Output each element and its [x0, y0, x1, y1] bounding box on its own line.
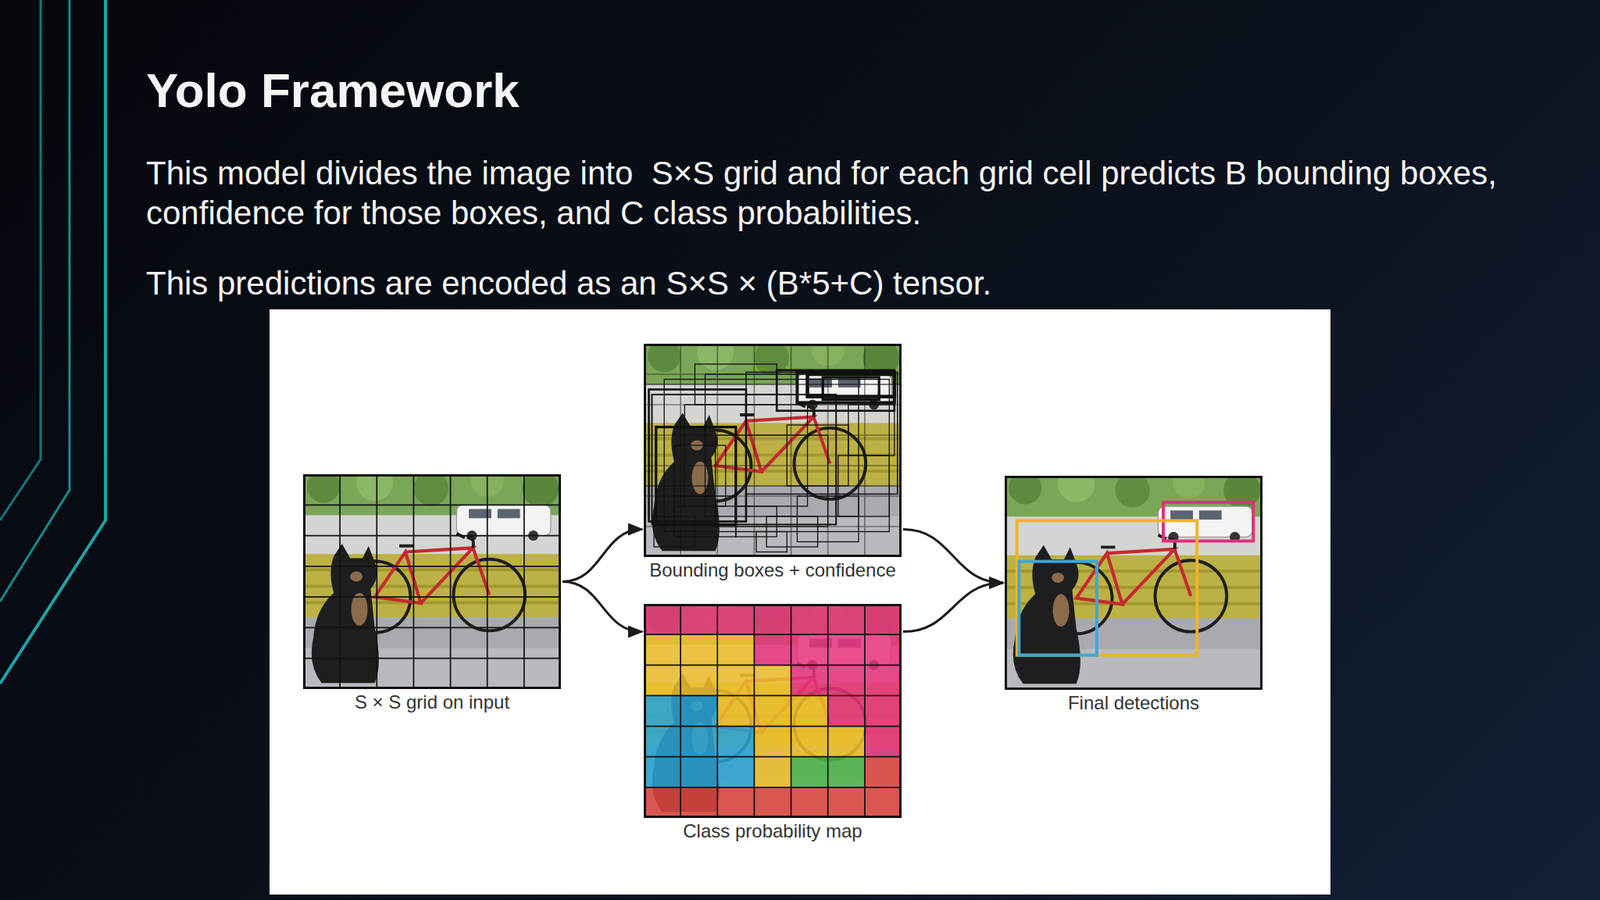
flow-arrow: [562, 582, 643, 633]
detections-image: [1004, 465, 1263, 690]
image-panel: S × S grid on input: [303, 474, 561, 690]
panel-caption: Final detections: [1064, 692, 1203, 715]
slide-title: Yolo Framework: [146, 64, 520, 118]
class-map-image: [643, 593, 902, 818]
flow-arrow: [903, 582, 1004, 633]
body-text: This predictions are encoded as an S×S ×…: [146, 263, 1545, 304]
boxes-image: [643, 333, 902, 558]
panel-caption: Class probability map: [679, 820, 865, 843]
flow-arrow: [562, 529, 643, 583]
body-text: This model divides the image into S×S gr…: [146, 153, 1545, 233]
image-panel: Final detections: [1004, 475, 1263, 690]
panel-caption: S × S grid on input: [351, 691, 513, 714]
image-panel: Bounding boxes + confidence: [643, 343, 902, 558]
flow-arrow: [903, 529, 1004, 583]
panel-caption: Bounding boxes + confidence: [646, 559, 900, 582]
edge-decoration: [0, 0, 106, 684]
grid-image: [303, 464, 561, 690]
image-panel: Class probability map: [643, 603, 902, 818]
figure-panel: [269, 309, 1331, 895]
